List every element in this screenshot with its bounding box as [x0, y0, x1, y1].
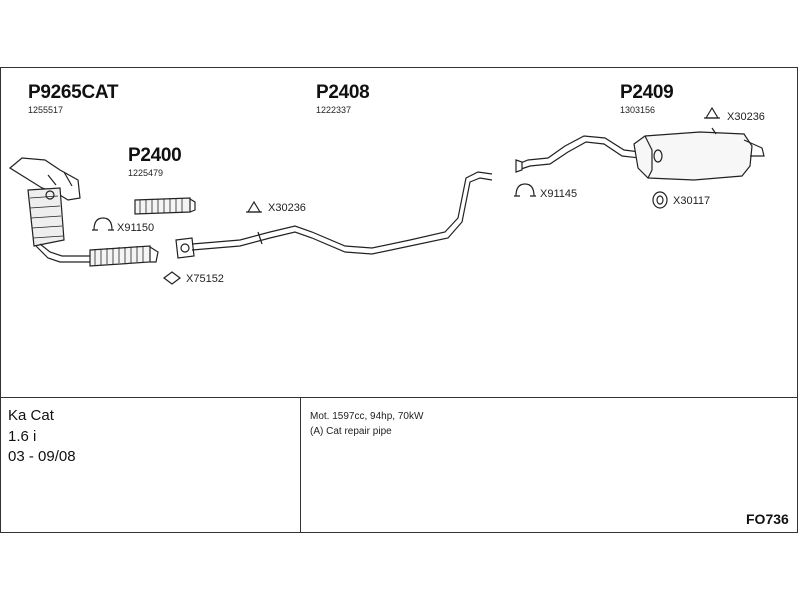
divider-horizontal: [1, 397, 797, 398]
clamp-symbol-x30236-a: [704, 106, 720, 119]
clamp-symbol-x91150: [92, 217, 114, 231]
part-number-catalytic-converter: P9265CAT: [28, 82, 119, 103]
rubber-mount-symbol-x30117: [652, 191, 668, 209]
divider-vertical: [300, 397, 301, 532]
gasket-symbol-x75152: [163, 271, 181, 285]
note-cat-repair-pipe: (A) Cat repair pipe: [310, 426, 392, 437]
flex-pipe-illustration: [134, 197, 196, 215]
vehicle-model: Ka Cat: [8, 407, 54, 424]
accessory-label-x30236-rear: X30236: [727, 111, 765, 123]
accessory-label-x30117: X30117: [673, 195, 711, 207]
diagram-code: FO736: [746, 511, 789, 527]
oem-number-flex-pipe: 1225479: [128, 168, 164, 178]
accessory-label-x75152: X75152: [186, 273, 224, 285]
accessory-label-x30236-centre: X30236: [268, 202, 306, 214]
diagram-frame: [0, 67, 798, 533]
centre-pipe-illustration: [175, 171, 493, 259]
oem-number-rear-muffler: 1303156: [620, 105, 656, 115]
accessory-label-x91145: X91145: [540, 188, 578, 200]
clamp-symbol-x91145: [514, 183, 536, 197]
rear-muffler-illustration: [515, 127, 765, 181]
note-engine-spec: Mot. 1597cc, 94hp, 70kW: [310, 411, 424, 422]
clamp-symbol-x30236-b: [246, 200, 262, 213]
part-number-centre-pipe: P2408: [316, 82, 370, 103]
catalytic-converter-illustration: [8, 157, 159, 267]
oem-number-centre-pipe: 1222337: [316, 105, 352, 115]
part-number-flex-pipe: P2400: [128, 145, 182, 166]
part-number-rear-muffler: P2409: [620, 82, 674, 103]
accessory-label-x91150: X91150: [117, 222, 155, 234]
vehicle-engine: 1.6 i: [8, 428, 37, 445]
vehicle-years: 03 - 09/08: [8, 448, 76, 465]
oem-number-catalytic-converter: 1255517: [28, 105, 64, 115]
